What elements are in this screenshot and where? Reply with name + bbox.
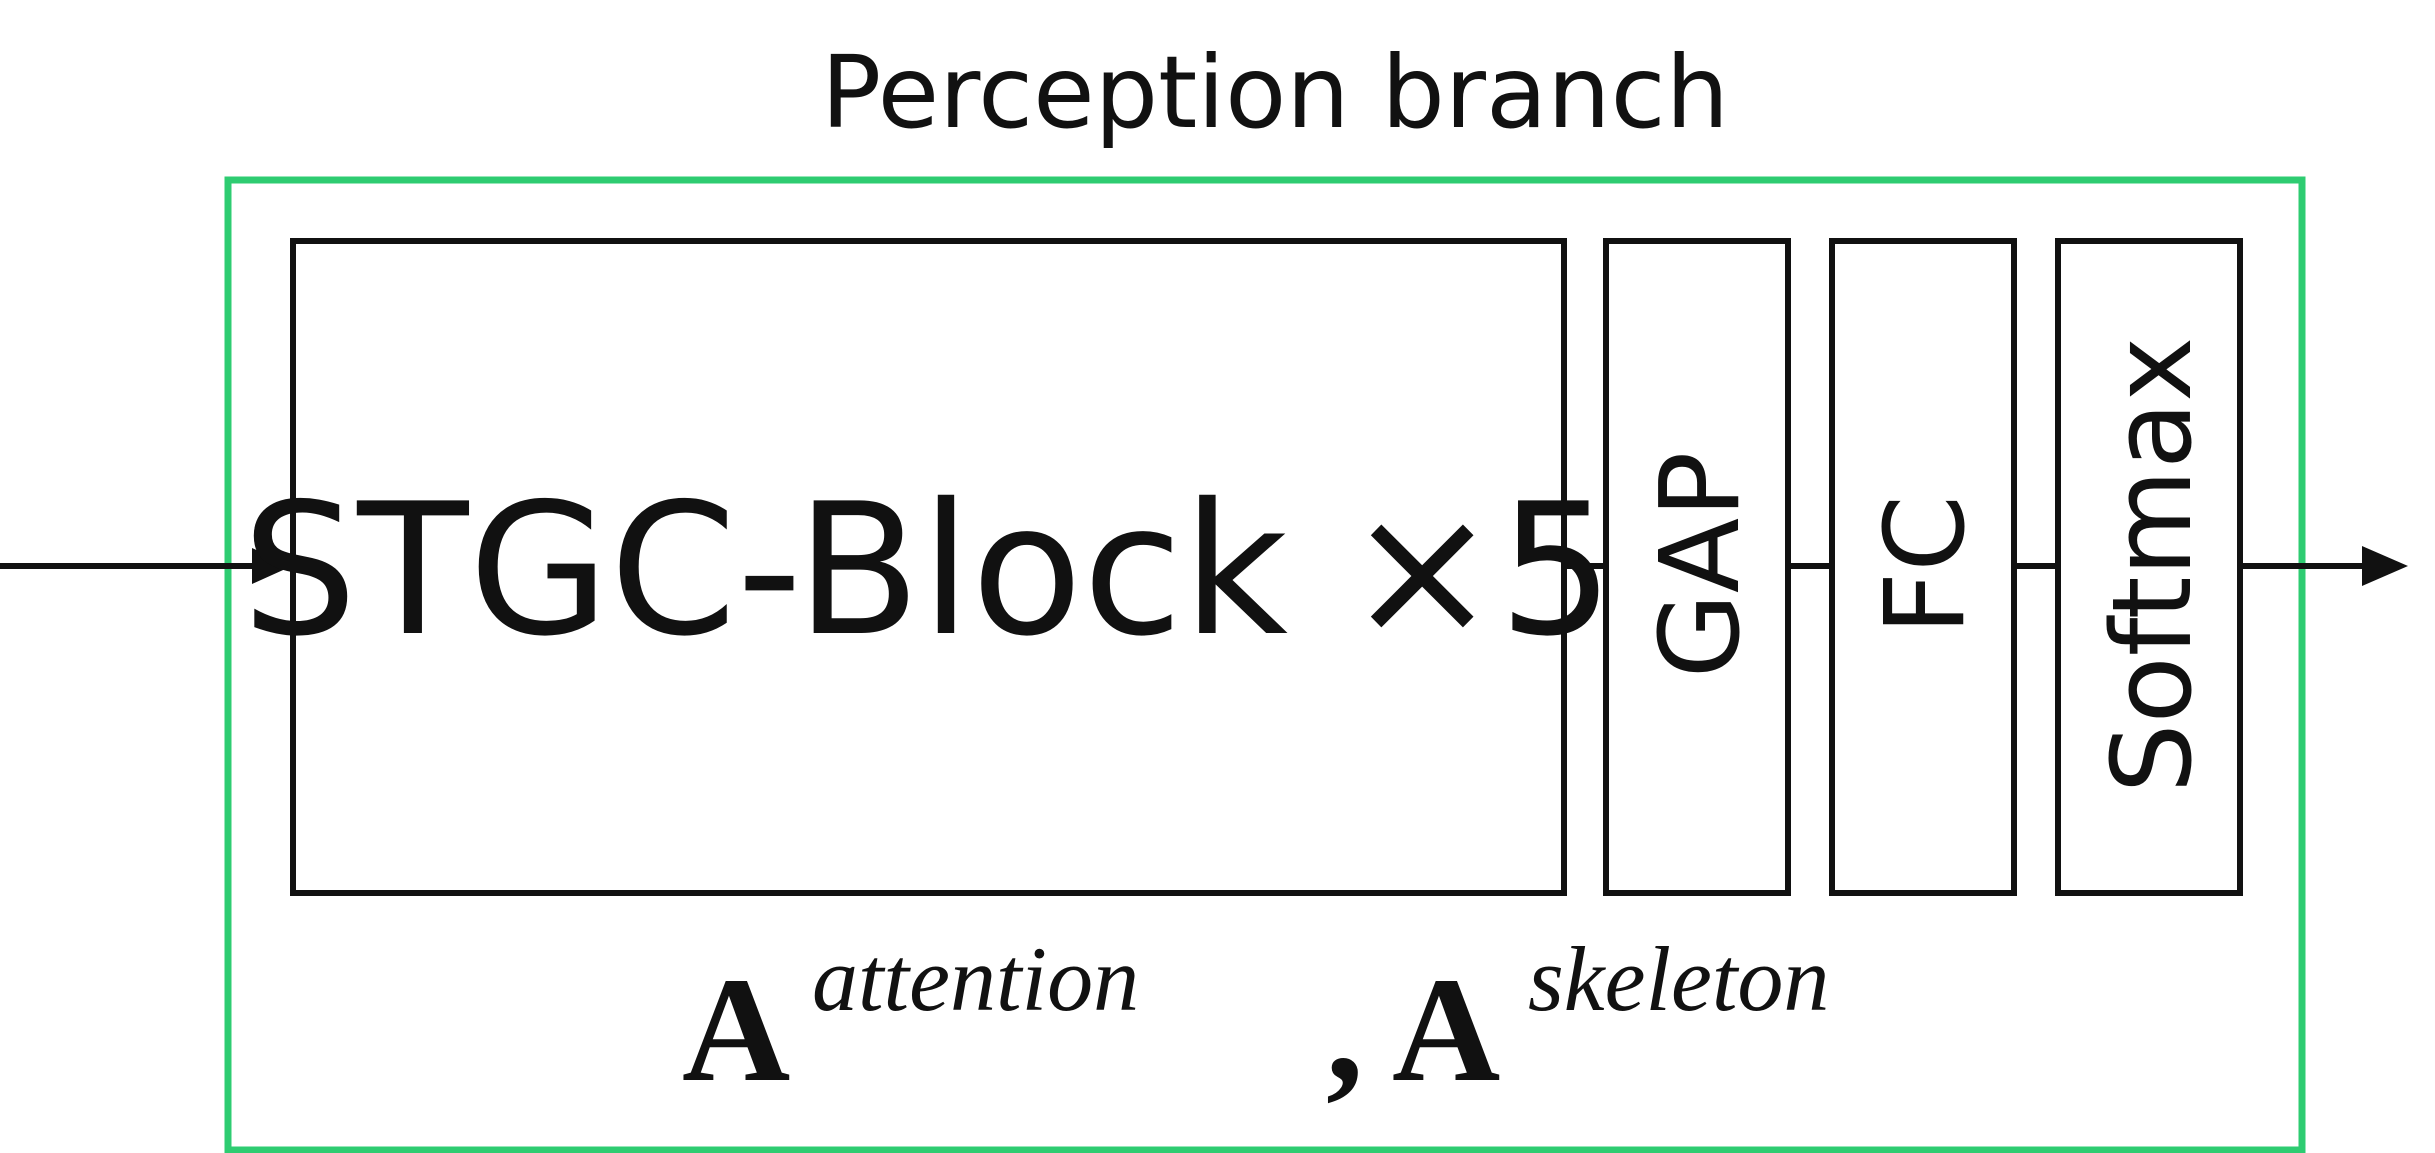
input-arrowhead — [252, 548, 292, 584]
formula-separator: , — [1326, 947, 1364, 1113]
formula-base-attention: A — [682, 947, 790, 1113]
stgc-block-label: STGC-Block ×5 — [242, 464, 1614, 676]
output-arrowhead — [2362, 546, 2408, 586]
softmax-block: Softmax — [2055, 238, 2243, 896]
gap-block-label: GAP — [1636, 452, 1764, 679]
stgc-block: STGC-Block ×5 — [242, 238, 1614, 896]
formula-sup-attention: attention — [812, 928, 1139, 1030]
softmax-block-label: Softmax — [2088, 337, 2216, 794]
fc-block-label: FC — [1861, 495, 1989, 635]
perception-branch-frame — [224, 176, 2306, 1153]
diagram-title: Perception branch — [821, 34, 1729, 151]
adjacency-formula: A attention , A skeleton — [682, 928, 1829, 1113]
formula-base-skeleton: A — [1392, 947, 1500, 1113]
formula-sup-skeleton: skeleton — [1528, 928, 1829, 1030]
gap-block: GAP — [1603, 238, 1791, 896]
fc-block: FC — [1829, 238, 2017, 896]
